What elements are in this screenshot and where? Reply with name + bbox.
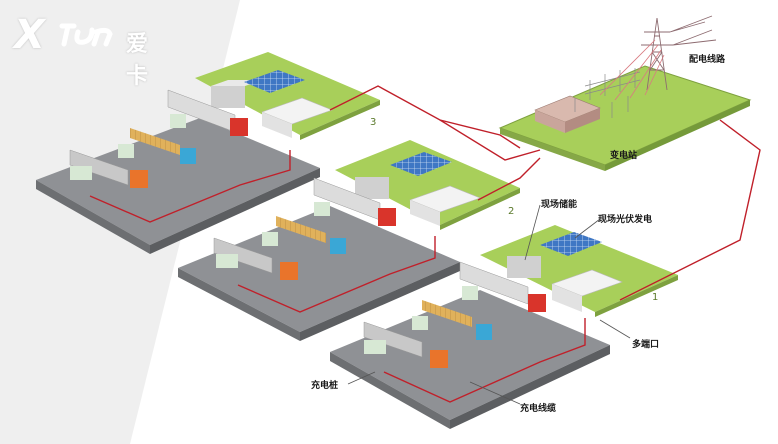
trucks-site3 — [69, 89, 248, 188]
site-2 — [178, 140, 520, 341]
site-number-2: 2 — [508, 206, 514, 217]
logo-mark-icon — [59, 23, 113, 47]
storage-container-site2 — [355, 177, 389, 199]
interconnect-cables — [329, 85, 761, 301]
solar-panel-site3 — [244, 70, 305, 93]
logo-letter: X — [14, 12, 45, 58]
callout-lines — [347, 204, 631, 405]
label-multi-port: 多端口 — [632, 340, 660, 350]
site-3 — [36, 52, 380, 254]
trucks-site2 — [213, 177, 396, 280]
substation-area — [498, 15, 752, 171]
label-charging-pile: 充电桩 — [311, 381, 339, 391]
transmission-tower — [641, 15, 717, 91]
solar-panel-site2 — [390, 152, 452, 176]
site-number-1: 1 — [652, 292, 658, 303]
logo-brand-cn: 爱卡 — [126, 32, 149, 89]
storage-container-site1 — [507, 256, 541, 278]
label-substation: 变电站 — [610, 151, 638, 161]
grid-feed-lines — [599, 39, 665, 101]
site-number-3: 3 — [370, 117, 376, 128]
label-onsite-pv: 现场光伏发电 — [598, 215, 653, 225]
substation-equipment — [574, 68, 641, 118]
substation-building — [534, 95, 601, 133]
label-distribution-line: 配电线路 — [689, 55, 726, 65]
solar-panel-site1 — [540, 232, 602, 256]
label-onsite-storage: 现场储能 — [541, 200, 578, 210]
trucks-site1 — [363, 261, 546, 368]
storage-container-site3 — [211, 86, 245, 108]
label-charging-cable: 充电线缆 — [520, 404, 557, 414]
site-1 — [330, 225, 678, 429]
